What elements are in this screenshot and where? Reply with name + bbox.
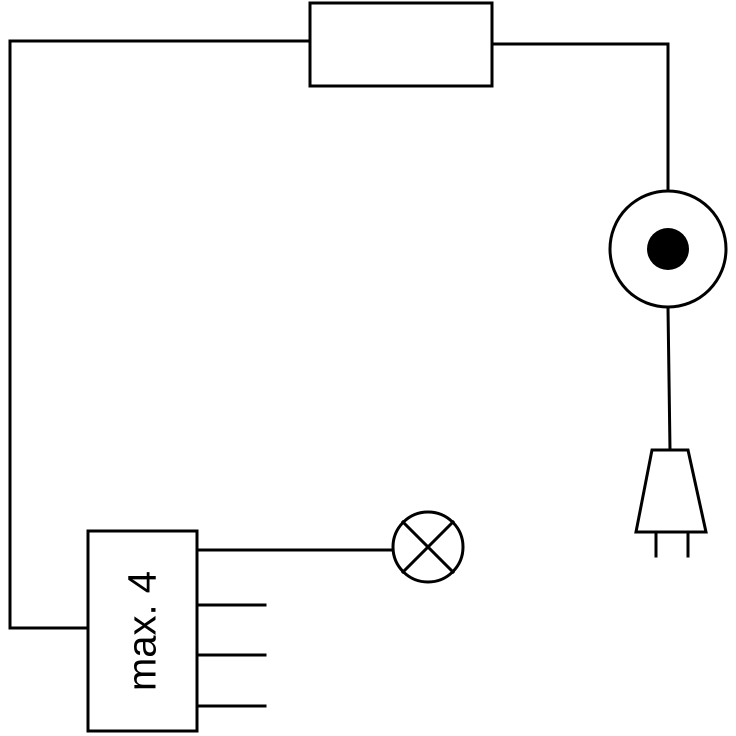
wire-left-top bbox=[8, 39, 312, 630]
circular-switch-icon bbox=[608, 189, 728, 309]
wire-top-right bbox=[490, 42, 670, 192]
switch-dot bbox=[647, 228, 689, 270]
wires bbox=[8, 39, 672, 708]
strip-label: max. 4 bbox=[121, 571, 165, 691]
lamp-cross-icon bbox=[391, 510, 465, 584]
power-strip-box: max. 4 bbox=[86, 529, 199, 733]
mains-plug-icon bbox=[634, 448, 708, 558]
wire-switch-to-plug bbox=[666, 306, 672, 452]
resistor-rectangle-icon bbox=[308, 1, 494, 88]
